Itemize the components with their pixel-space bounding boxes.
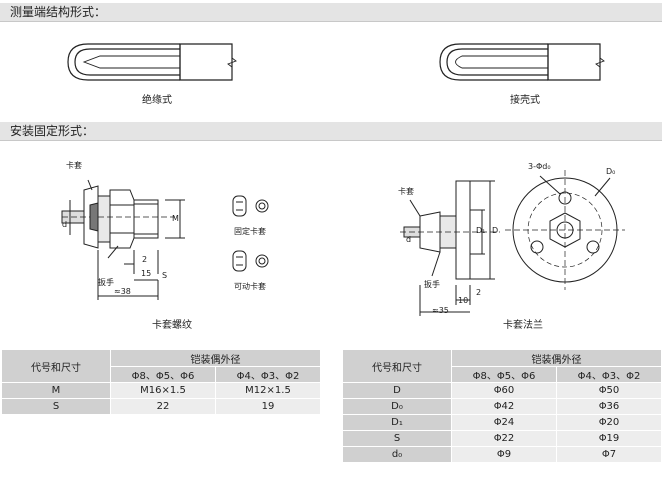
table-right-col1: Φ8、Φ5、Φ6 [451, 366, 557, 383]
row-code: M [2, 382, 111, 399]
dim-38-left: ≈38 [114, 287, 131, 296]
table-thread-dimensions: 代号和尺寸 铠装偶外径 Φ8、Φ5、Φ6 Φ4、Φ3、Φ2 M M16×1.5 … [2, 350, 321, 415]
row-code: D₁ [343, 414, 452, 431]
row-value-2: Φ36 [556, 398, 662, 415]
d0-label: D₀ [606, 167, 616, 176]
row-value-1: M16×1.5 [110, 382, 216, 399]
d-small-label: d [406, 235, 412, 244]
ferrule-flange-caption: 卡套法兰 [503, 320, 543, 331]
d1-label: D₁ [476, 226, 486, 235]
grounded-label: 接壳式 [510, 95, 540, 106]
ferrule-thread-caption: 卡套螺纹 [152, 320, 192, 331]
row-value-1: Φ22 [451, 430, 557, 447]
dim-2-left: 2 [142, 255, 148, 264]
ferrule-flange-drawing [400, 180, 500, 316]
section-mounting: 安装固定形式： [0, 122, 662, 141]
ferrule-icons [232, 195, 269, 272]
table-row: M M16×1.5 M12×1.5 [2, 382, 321, 399]
wrench-label-left: 扳手 [98, 278, 114, 287]
row-value-1: Φ60 [451, 382, 557, 399]
row-value-1: Φ24 [451, 414, 557, 431]
section-measuring-end: 测量端结构形式： [0, 3, 662, 22]
dim-35-right: ≈35 [432, 306, 449, 315]
row-value-2: Φ7 [556, 446, 662, 463]
dim-15-left: 15 [141, 269, 152, 278]
table-right-group-header: 铠装偶外径 [451, 350, 662, 367]
holes-label: 3-Φd₀ [528, 162, 551, 171]
dim-s-left: S [162, 271, 168, 280]
table-right-col2: Φ4、Φ3、Φ2 [556, 366, 662, 383]
section-mounting-title: 安装固定形式： [10, 124, 95, 138]
row-value-1: 22 [110, 398, 216, 415]
row-value-1: Φ42 [451, 398, 557, 415]
table-row: D₁ Φ24 Φ20 [343, 414, 662, 431]
grounded-probe-drawing [439, 43, 605, 81]
movable-ferrule-label: 可动卡套 [234, 282, 266, 291]
row-value-2: Φ19 [556, 430, 662, 447]
fixed-ferrule-label: 固定卡套 [234, 227, 266, 236]
table-left-col2: Φ4、Φ3、Φ2 [215, 366, 321, 383]
ferrule-label-left: 卡套 [66, 161, 82, 170]
section-measuring-end-title: 测量端结构形式： [10, 5, 107, 19]
d-label: D [492, 226, 499, 235]
row-code: d₀ [343, 446, 452, 463]
table-flange-dimensions: 代号和尺寸 铠装偶外径 Φ8、Φ5、Φ6 Φ4、Φ3、Φ2 D Φ60 Φ50 … [343, 350, 662, 463]
wrench-label-right: 扳手 [424, 280, 440, 289]
table-row: d₀ Φ9 Φ7 [343, 446, 662, 463]
ferrule-label-right: 卡套 [398, 187, 414, 196]
row-value-2: Φ20 [556, 414, 662, 431]
insulated-label: 绝缘式 [142, 95, 172, 106]
table-row: D Φ60 Φ50 [343, 382, 662, 399]
row-value-1: Φ9 [451, 446, 557, 463]
row-code: S [343, 430, 452, 447]
dim-10-right: 10 [458, 296, 469, 305]
table-right-row-header: 代号和尺寸 [343, 350, 452, 383]
ferrule-thread-drawing [61, 179, 185, 300]
row-code: D₀ [343, 398, 452, 415]
table-row: D₀ Φ42 Φ36 [343, 398, 662, 415]
table-left-group-header: 铠装偶外径 [110, 350, 321, 367]
dim-2-right: 2 [476, 288, 482, 297]
row-value-2: Φ50 [556, 382, 662, 399]
table-left-col1: Φ8、Φ5、Φ6 [110, 366, 216, 383]
row-value-2: M12×1.5 [215, 382, 321, 399]
table-row: S Φ22 Φ19 [343, 430, 662, 447]
row-code: D [343, 382, 452, 399]
table-left-row-header: 代号和尺寸 [2, 350, 111, 383]
insulated-probe-drawing [67, 43, 237, 81]
dim-m-left: M [172, 214, 179, 223]
row-code: S [2, 398, 111, 415]
table-row: S 22 19 [2, 398, 321, 415]
dim-d-left: d [62, 220, 68, 229]
flange-front-view [505, 170, 625, 290]
row-value-2: 19 [215, 398, 321, 415]
